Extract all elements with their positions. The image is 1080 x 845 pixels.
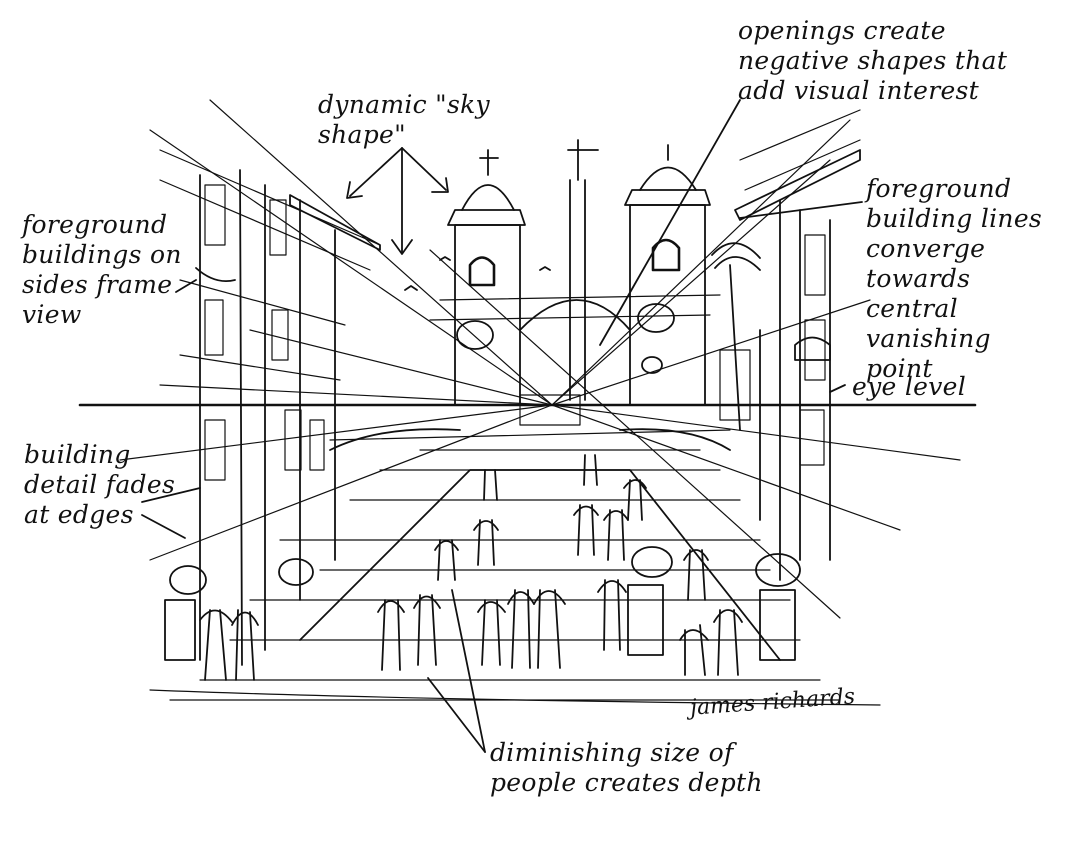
annotation-openings: openings create negative shapes that add… [738, 16, 1008, 105]
leader-lines [141, 99, 863, 753]
ground-line [149, 689, 881, 706]
church [429, 139, 761, 431]
birds [404, 256, 551, 291]
annotation-foreground-lines: foreground building lines converge towar… [866, 174, 1043, 383]
people [199, 454, 743, 681]
vanishing-diagonals [119, 99, 961, 619]
right-buildings [719, 109, 861, 581]
annotation-eye-level: eye level [852, 372, 967, 401]
left-buildings [159, 149, 381, 666]
annotation-diminishing: diminishing size of people creates depth [490, 738, 763, 797]
stairs [164, 428, 841, 701]
annotation-foreground-frame: foreground buildings on sides frame view [22, 210, 182, 329]
annotation-sky-shape: dynamic "sky shape" [318, 90, 490, 149]
annotation-detail-fades: building detail fades at edges [24, 440, 176, 529]
sky-shape-arrows [346, 147, 449, 255]
